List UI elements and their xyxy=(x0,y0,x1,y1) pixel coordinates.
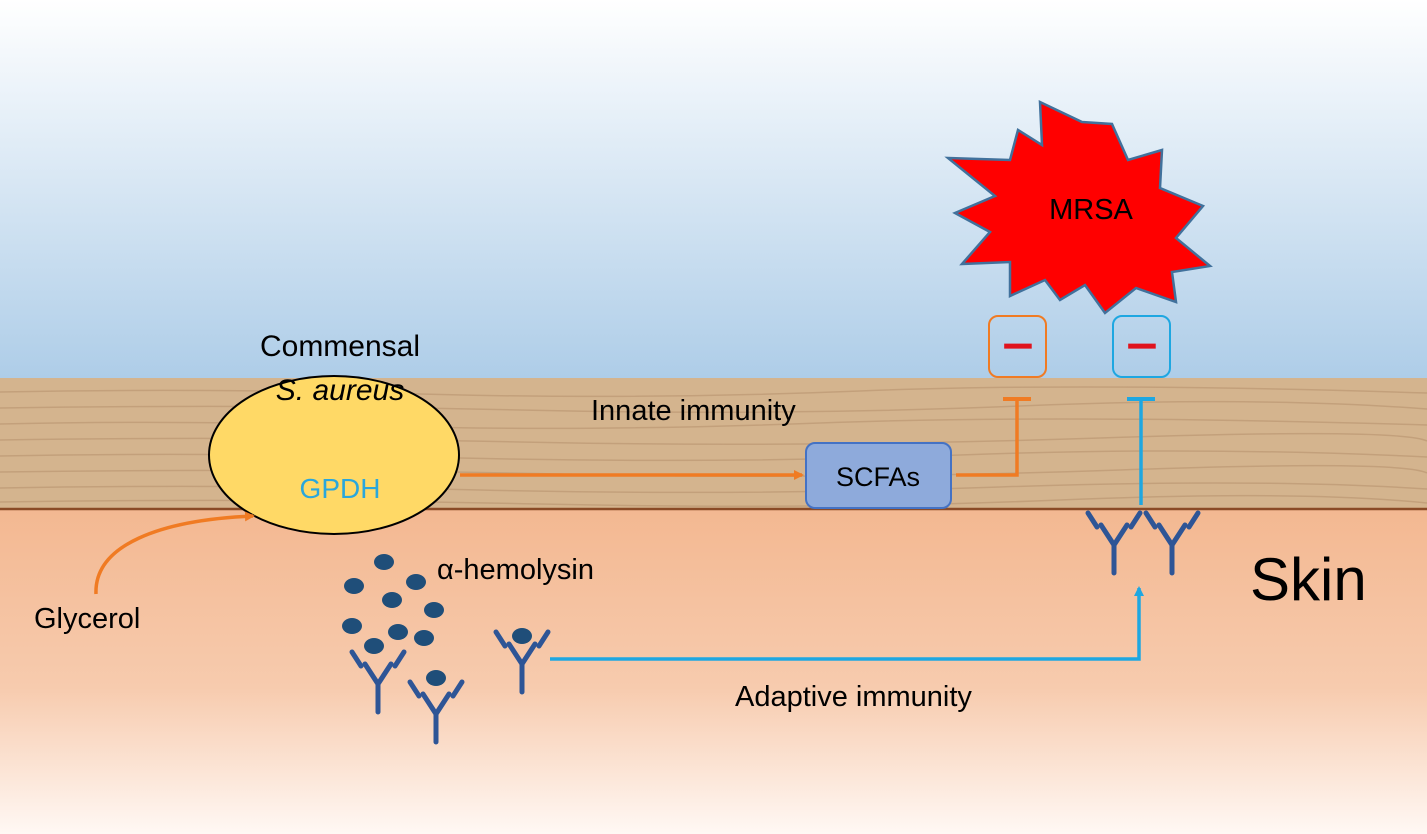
mrsa-starburst xyxy=(944,99,1213,315)
innate-minus-sign: − xyxy=(1000,320,1037,371)
alpha-hemolysin-label: α-hemolysin xyxy=(437,554,594,586)
innate-inhibition-box xyxy=(988,315,1047,378)
scfas-box xyxy=(805,442,952,509)
scfas-label: SCFAs xyxy=(836,462,920,492)
sky-background xyxy=(0,0,1427,378)
dermis-layer xyxy=(0,509,1427,834)
innate-immunity-label: Innate immunity xyxy=(591,395,796,427)
adaptive-minus-sign: − xyxy=(1124,320,1161,371)
glycerol-label: Glycerol xyxy=(34,603,140,635)
adaptive-inhibition-box xyxy=(1112,315,1171,378)
alpha-hemolysin-molecules xyxy=(342,554,532,686)
commensal-s-aureus-ellipse xyxy=(208,375,460,535)
skin-label: Skin xyxy=(1250,546,1367,613)
gpdh-label: GPDH xyxy=(300,473,381,504)
s-aureus-label: S. aureus xyxy=(276,374,404,407)
innate-inhibition-line xyxy=(956,399,1019,477)
mrsa-label: MRSA xyxy=(1049,194,1133,226)
adaptive-immunity-label: Adaptive immunity xyxy=(735,681,972,713)
adaptive-path-line xyxy=(550,586,1144,661)
commensal-label: Commensal xyxy=(260,330,420,363)
glycerol-arrow xyxy=(94,511,255,595)
